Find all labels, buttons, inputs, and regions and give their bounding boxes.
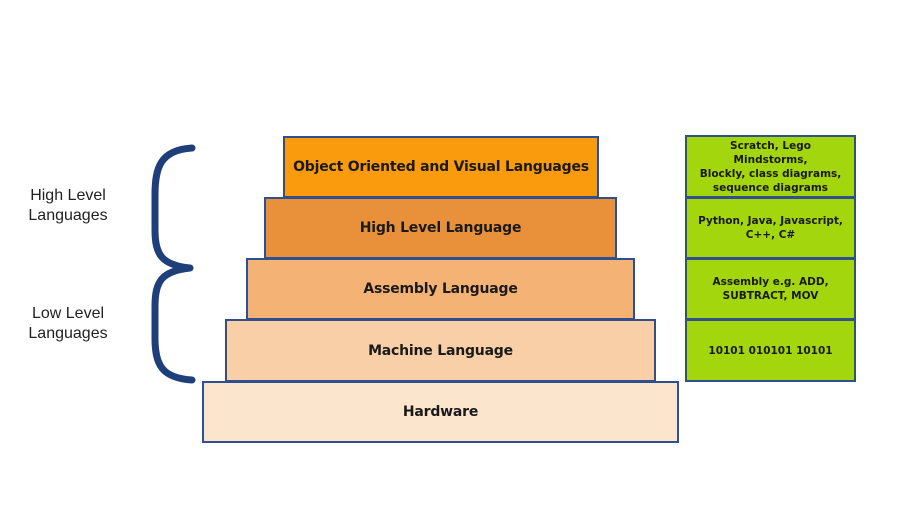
example-box-assembly: Assembly e.g. ADD, SUBTRACT, MOV [685,258,856,320]
pyramid-layer-assembly: Assembly Language [246,258,635,320]
pyramid-layer-hardware: Hardware [202,381,679,443]
example-box-object-oriented: Scratch, Lego Mindstorms, Blockly, class… [685,135,856,198]
pyramid-layer-machine: Machine Language [225,319,656,382]
curly-brace-icon [151,144,196,384]
example-box-machine: 10101 010101 10101 [685,319,856,382]
low-level-languages-label: Low Level Languages [28,305,108,342]
example-box-high-level: Python, Java, Javascript, C++, C# [685,197,856,259]
pyramid-layer-high-level: High Level Language [264,197,617,259]
pyramid-layer-object-oriented: Object Oriented and Visual Languages [283,136,599,198]
high-level-languages-label: High Level Languages [28,187,108,224]
